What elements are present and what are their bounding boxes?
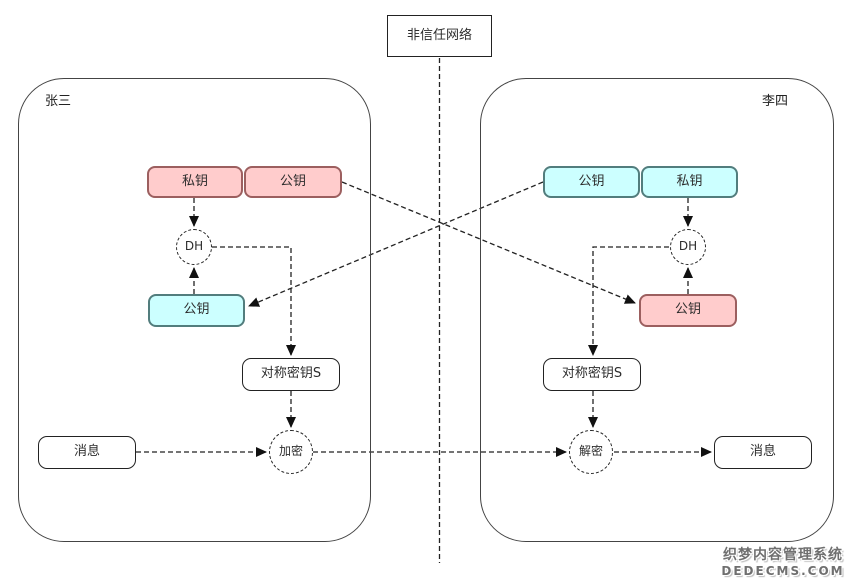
lisi-private-key-node: 私钥 xyxy=(641,166,738,198)
watermark-text-cn: 织梦内容管理系统 xyxy=(723,547,843,563)
zhangsan-dh-node: DH xyxy=(176,229,212,265)
decrypt-node: 解密 xyxy=(569,430,613,474)
lisi-message-node: 消息 xyxy=(714,436,812,469)
zhangsan-received-public-key-node: 公钥 xyxy=(148,294,245,327)
lisi-received-public-key-node: 公钥 xyxy=(639,294,737,327)
lisi-party-label: 李四 xyxy=(762,94,789,109)
untrusted-network-node: 非信任网络 xyxy=(387,15,492,57)
lisi-container xyxy=(480,78,834,542)
zhangsan-symmetric-key-node: 对称密钥S xyxy=(242,358,340,391)
zhangsan-private-key-node: 私钥 xyxy=(147,166,243,198)
lisi-dh-node: DH xyxy=(670,229,706,265)
watermark: 织梦内容管理系统 DEDECMS.COM xyxy=(718,544,848,578)
zhangsan-public-key-node: 公钥 xyxy=(244,166,342,198)
zhangsan-party-label: 张三 xyxy=(45,94,72,109)
lisi-symmetric-key-node: 对称密钥S xyxy=(543,358,641,391)
zhangsan-message-node: 消息 xyxy=(38,436,136,469)
zhangsan-container xyxy=(18,78,371,542)
watermark-text-en: DEDECMS.COM xyxy=(721,564,845,578)
lisi-public-key-node: 公钥 xyxy=(543,166,640,198)
encrypt-node: 加密 xyxy=(269,430,313,474)
